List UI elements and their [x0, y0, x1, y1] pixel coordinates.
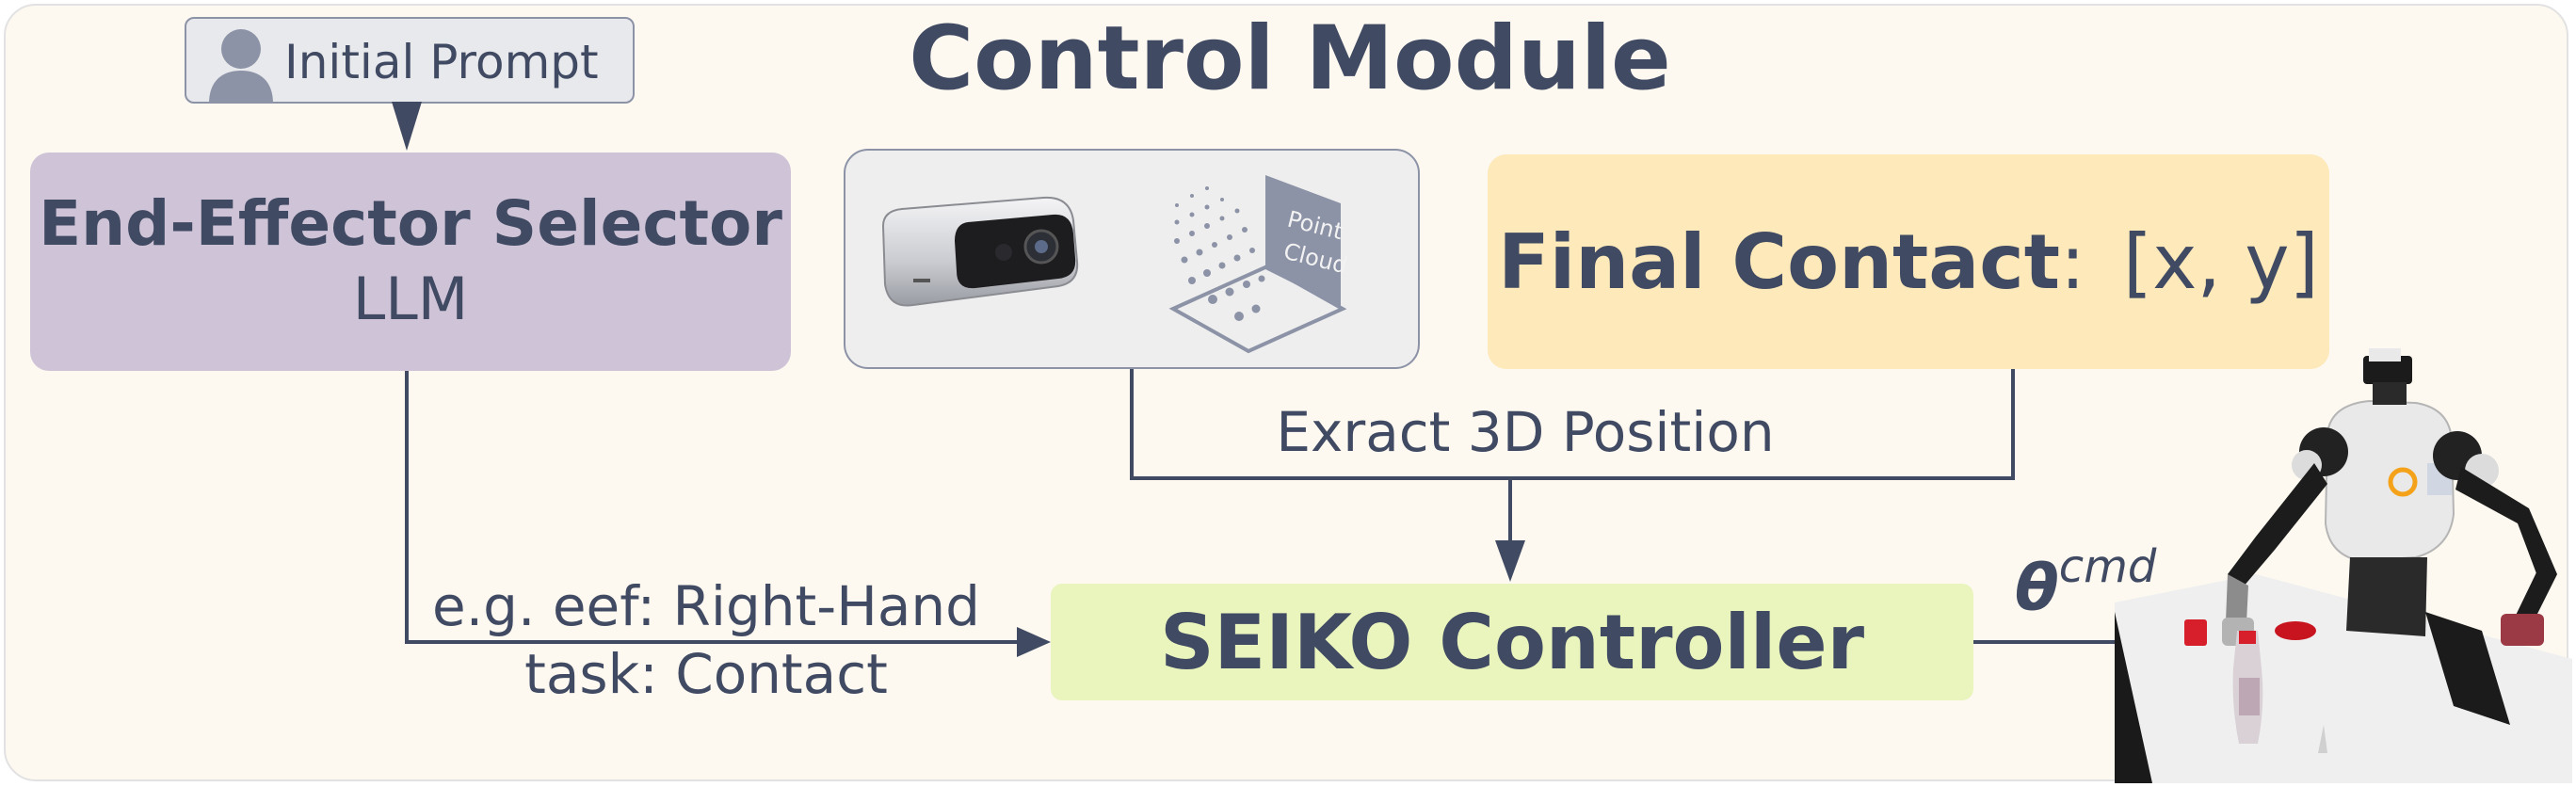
prompt-arrowhead	[392, 102, 422, 151]
point-cloud-icon: Point Cloud	[1168, 175, 1350, 354]
theta-cmd-label: θcmd	[2015, 540, 2184, 640]
final-contact-label: Final Contact	[1498, 217, 2060, 306]
final-contact-separator: :	[2059, 217, 2085, 306]
eef-to-controller-line	[405, 371, 1034, 644]
controller-arrowhead	[1017, 627, 1051, 657]
eef-selector-title: End-Effector Selector	[39, 187, 782, 260]
initial-prompt-label: Initial Prompt	[284, 35, 599, 89]
theta-symbol: θ	[2015, 551, 2059, 626]
seiko-controller-label: SEIKO Controller	[1159, 598, 1865, 686]
sensor-box: Point Cloud	[844, 149, 1420, 369]
depth-camera-icon	[881, 196, 1079, 307]
extract-arrowhead	[1495, 540, 1525, 582]
final-contact-box: Final Contact: [x, y]	[1488, 154, 2329, 369]
user-icon	[209, 29, 273, 104]
eef-selector-box: End-Effector Selector LLM	[30, 153, 791, 371]
eef-output-line-2: task: Contact	[524, 642, 888, 706]
final-contact-value: [x, y]	[2122, 217, 2319, 306]
robot-photo	[2115, 348, 2572, 783]
diagram-title: Control Module	[909, 8, 1671, 110]
seiko-controller-box: SEIKO Controller	[1051, 584, 1973, 700]
extract-position-label: Exract 3D Position	[1276, 400, 1775, 464]
eef-output-line-1: e.g. eef: Right-Hand	[432, 574, 980, 638]
eef-output-label: e.g. eef: Right-Hand task: Contact	[377, 572, 1036, 708]
eef-selector-subtitle: LLM	[352, 265, 469, 333]
extract-merge-line	[1130, 369, 2015, 480]
theta-superscript: cmd	[2058, 540, 2157, 593]
